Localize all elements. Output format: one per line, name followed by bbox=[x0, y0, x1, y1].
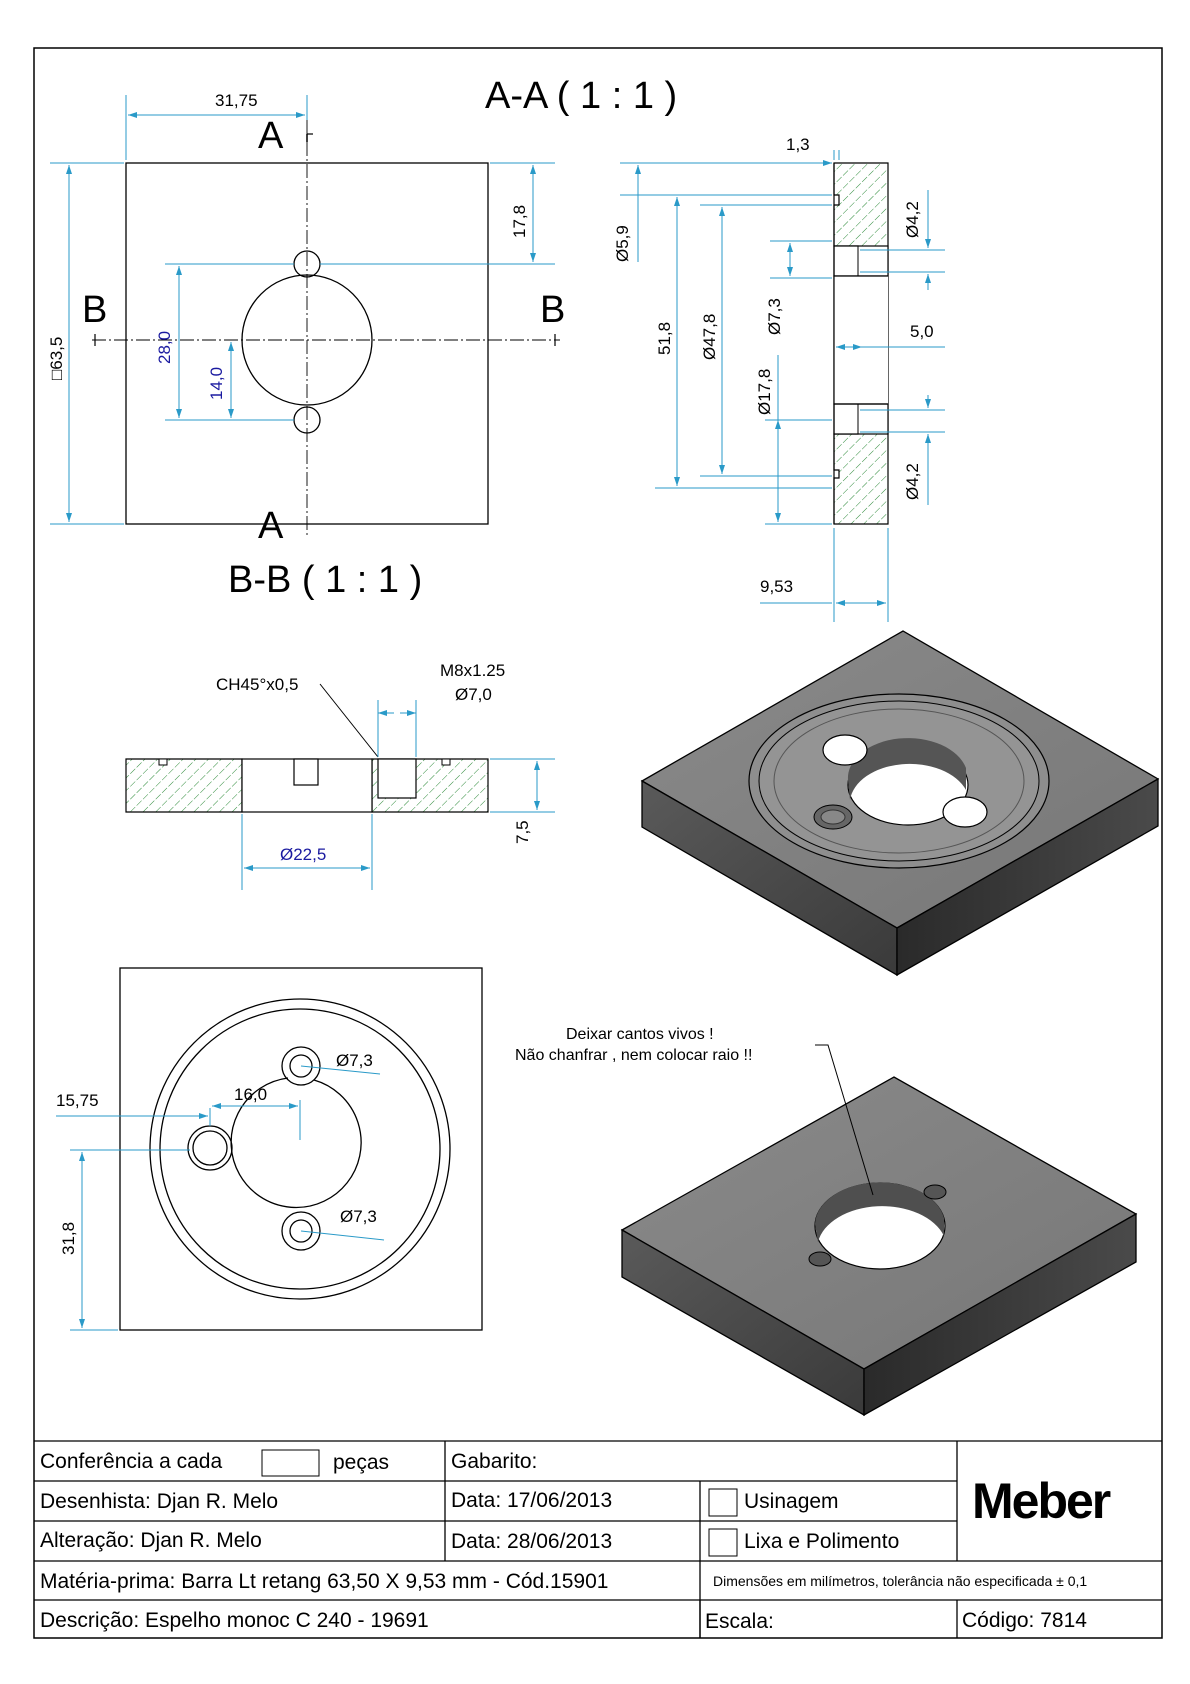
descricao: Descrição: Espelho monoc C 240 - 19691 bbox=[40, 1609, 429, 1632]
usinagem-label: Usinagem bbox=[744, 1490, 839, 1513]
alteracao: Alteração: Djan R. Melo bbox=[40, 1529, 262, 1552]
section-aa-title: A-A ( 1 : 1 ) bbox=[485, 75, 677, 117]
dim-hole-cb: Ø7,3 bbox=[765, 298, 784, 335]
dim-bore: Ø17,8 bbox=[755, 369, 774, 415]
lixa-label: Lixa e Polimento bbox=[744, 1530, 899, 1553]
bottom-view: Ø7,3 Ø7,3 15,75 16,0 31,8 bbox=[56, 967, 483, 1331]
conferencia-label: Conferência a cada bbox=[40, 1450, 222, 1473]
note-line-1: Deixar cantos vivos ! bbox=[566, 1026, 714, 1043]
dim-chamfer: CH45°x0,5 bbox=[216, 675, 298, 694]
dim-hole-spacing: 28,0 bbox=[155, 331, 174, 364]
dim-cb-depth: 5,0 bbox=[910, 322, 934, 341]
dim-bore-offset: 16,0 bbox=[234, 1085, 267, 1104]
dim-outer-groove: 51,8 bbox=[655, 322, 674, 355]
codigo-label: Código: 7814 bbox=[962, 1609, 1087, 1632]
materia-prima: Matéria-prima: Barra Lt retang 63,50 X 9… bbox=[40, 1570, 608, 1593]
tolerancia-note: Dimensões em milímetros, tolerância não … bbox=[713, 1573, 1087, 1589]
cut-label-b-left: B bbox=[82, 289, 107, 331]
data-desenho: Data: 17/06/2013 bbox=[451, 1489, 612, 1512]
cut-label-a-top: A bbox=[258, 115, 284, 157]
dim-bottom-hole-bottom: Ø7,3 bbox=[340, 1207, 377, 1226]
lixa-checkbox[interactable] bbox=[708, 1528, 738, 1557]
front-view: A A B B 31,75 □63,5 17,8 28,0 14,0 bbox=[47, 91, 565, 547]
dim-bottom-hole-top: Ø7,3 bbox=[336, 1051, 373, 1070]
dim-inner-groove: Ø47,8 bbox=[700, 314, 719, 360]
isometric-view-top bbox=[640, 630, 1160, 977]
dim-hole-bottom: Ø4,2 bbox=[903, 463, 922, 500]
dim-thread-dia: Ø7,0 bbox=[455, 685, 492, 704]
cut-label-a-bottom: A bbox=[258, 505, 284, 547]
dim-offset-x: 15,75 bbox=[56, 1091, 99, 1110]
cut-label-b-right: B bbox=[540, 289, 565, 331]
isometric-view-bottom: Deixar cantos vivos ! Não chanfrar , nem… bbox=[515, 1026, 1138, 1417]
usinagem-checkbox[interactable] bbox=[708, 1488, 738, 1517]
dim-hole-half: 14,0 bbox=[207, 367, 226, 400]
dim-groove-width: Ø5,9 bbox=[613, 225, 632, 262]
section-aa-view: 1,3 Ø5,9 51,8 Ø47,8 Ø4,2 Ø7,3 5,0 bbox=[613, 135, 945, 622]
section-bb-view: CH45°x0,5 M8x1.25 Ø7,0 7,5 Ø22,5 bbox=[125, 661, 555, 890]
dim-top-offset: 17,8 bbox=[510, 205, 529, 238]
section-bb-title: B-B ( 1 : 1 ) bbox=[228, 559, 422, 601]
dim-width-half: 31,75 bbox=[215, 91, 258, 110]
dim-offset-y: 31,8 bbox=[59, 1222, 78, 1255]
dim-thickness: 9,53 bbox=[760, 577, 793, 596]
escala-label: Escala: bbox=[705, 1610, 774, 1633]
note-line-2: Não chanfrar , nem colocar raio !! bbox=[515, 1047, 752, 1064]
sheet-border bbox=[33, 47, 1163, 1639]
dim-depth: 7,5 bbox=[513, 820, 532, 844]
conferencia-input[interactable] bbox=[261, 1449, 320, 1477]
dim-thread: M8x1.25 bbox=[440, 661, 505, 680]
gabarito-label: Gabarito: bbox=[451, 1450, 537, 1473]
pecas-label: peças bbox=[333, 1451, 389, 1474]
title-block: Conferência a cada peças Gabarito: Meber… bbox=[34, 1440, 1162, 1638]
dim-square: □63,5 bbox=[47, 337, 66, 380]
dim-groove-depth: 1,3 bbox=[786, 135, 810, 154]
meber-logo: Meber bbox=[972, 1473, 1111, 1529]
desenhista: Desenhista: Djan R. Melo bbox=[40, 1490, 278, 1513]
data-alteracao: Data: 28/06/2013 bbox=[451, 1530, 612, 1553]
dim-bore-bb: Ø22,5 bbox=[280, 845, 326, 864]
dim-hole-top: Ø4,2 bbox=[903, 201, 922, 238]
